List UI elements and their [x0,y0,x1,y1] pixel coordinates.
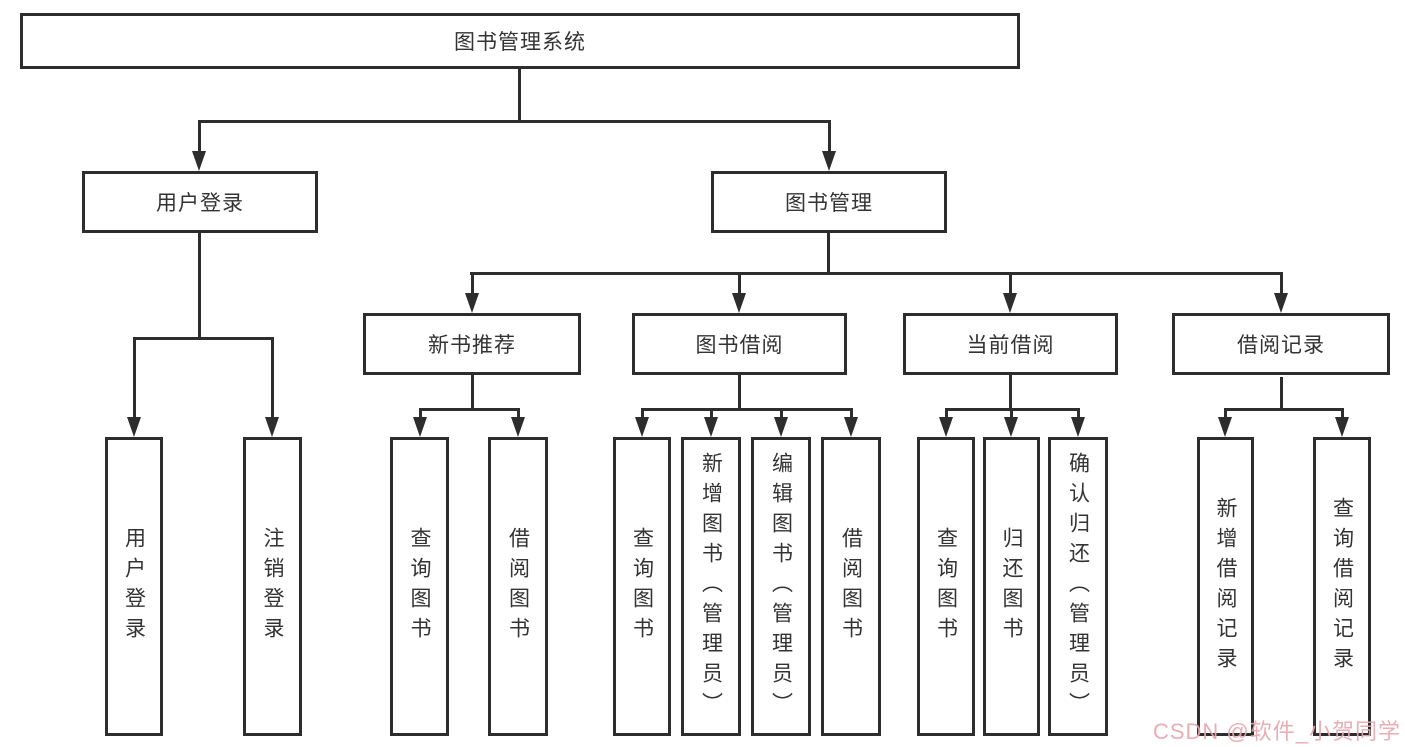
connector-arrow-shaft [738,272,741,297]
connector-arrow-shaft [850,408,853,421]
connector-arrow-shaft [271,337,274,421]
leaf-borrow-books-recommend: 借阅图书 [488,437,548,736]
leaf-query-borrow-record: 查询借阅记录 [1313,437,1371,736]
arrowhead-down-icon [1004,417,1018,437]
connector-arrow-shaft [1009,272,1012,297]
connector-book-borrow-branch [641,408,853,411]
leaf-query-books-recommend: 查询图书 [390,437,449,736]
arrowhead-down-icon [732,293,746,313]
node-user-login: 用户登录 [82,171,318,233]
leaf-add-books-admin: 新增图书（管理员） [681,437,741,736]
csdn-watermark: CSDN @软件_小贺同学 [1152,719,1401,744]
node-book-borrowing: 图书借阅 [632,313,847,375]
arrowhead-down-icon [192,151,206,171]
connector-records-stem [1280,377,1283,411]
connector-arrow-shaft [517,408,520,421]
connector-current-borrow-stem [1009,375,1012,411]
leaf-query-books-borrowing: 查询图书 [613,437,671,736]
arrowhead-down-icon [822,151,836,171]
arrowhead-down-icon [1274,293,1288,313]
connector-arrow-shaft [133,337,136,421]
connector-root-branch [198,120,830,123]
connector-arrow-shaft [945,408,948,421]
arrowhead-down-icon [1071,417,1085,437]
leaf-query-borrow-record-label: 查询借阅记录 [1330,496,1354,677]
arrowhead-down-icon [939,417,953,437]
leaf-user-login-label: 用户登录 [122,526,146,647]
arrowhead-down-icon [1218,417,1232,437]
arrowhead-down-icon [774,417,788,437]
node-new-book-recommend: 新书推荐 [363,313,581,375]
arrowhead-down-icon [265,417,279,437]
node-new-book-recommend-label: 新书推荐 [428,334,516,357]
connector-arrow-shaft [419,408,422,421]
connector-arrow-shaft [828,120,831,155]
leaf-confirm-return-admin: 确认归还（管理员） [1048,437,1108,736]
leaf-query-books-current-label: 查询图书 [934,526,958,647]
leaf-confirm-return-admin-label: 确认归还（管理员） [1066,451,1090,722]
leaf-add-books-admin-label: 新增图书（管理员） [699,451,723,722]
connector-book-mgmt-stem [827,233,830,275]
connector-arrow-shaft [1280,272,1283,297]
arrowhead-down-icon [844,417,858,437]
connector-arrow-shaft [780,408,783,421]
leaf-borrow-books-borrowing-label: 借阅图书 [839,526,863,647]
leaf-return-books-label: 归还图书 [1000,526,1023,647]
connector-new-book-branch [419,408,520,411]
connector-arrow-shaft [1224,408,1227,421]
arrowhead-down-icon [413,417,427,437]
leaf-edit-books-admin-label: 编辑图书（管理员） [769,451,793,722]
leaf-add-borrow-record-label: 新增借阅记录 [1214,496,1237,677]
arrowhead-down-icon [465,293,479,313]
connector-book-borrow-stem [738,375,741,411]
node-borrowing-records: 借阅记录 [1172,313,1390,375]
connector-records-branch [1224,408,1344,411]
leaf-logout-login-label: 注销登录 [261,526,284,647]
arrowhead-down-icon [1335,417,1349,437]
node-book-management: 图书管理 [711,171,947,233]
node-current-borrowing: 当前借阅 [903,313,1118,375]
connector-root-stem [518,69,521,123]
connector-arrow-shaft [1010,408,1013,421]
arrowhead-down-icon [127,417,141,437]
leaf-query-books-borrowing-label: 查询图书 [630,526,654,647]
arrowhead-down-icon [1003,293,1017,313]
connector-new-book-stem [471,375,474,411]
node-book-management-label: 图书管理 [785,192,873,215]
arrowhead-down-icon [511,417,525,437]
arrowhead-down-icon [635,417,649,437]
node-root-label: 图书管理系统 [454,31,586,54]
connector-arrow-shaft [471,272,474,297]
connector-arrow-shaft [641,408,644,421]
arrowhead-down-icon [704,417,718,437]
connector-arrow-shaft [710,408,713,421]
leaf-return-books: 归还图书 [983,437,1040,736]
connector-arrow-shaft [1077,408,1080,421]
node-user-login-label: 用户登录 [156,192,244,215]
leaf-user-login: 用户登录 [105,437,163,736]
leaf-logout-login: 注销登录 [243,437,302,736]
connector-user-login-branch [133,337,274,340]
connector-arrow-shaft [1341,408,1344,421]
leaf-borrow-books-recommend-label: 借阅图书 [506,526,530,647]
leaf-edit-books-admin: 编辑图书（管理员） [751,437,811,736]
leaf-borrow-books-borrowing: 借阅图书 [821,437,881,736]
leaf-add-borrow-record: 新增借阅记录 [1197,437,1254,736]
leaf-query-books-current: 查询图书 [917,437,975,736]
connector-arrow-shaft [198,120,201,155]
node-book-borrowing-label: 图书借阅 [695,334,784,357]
connector-user-login-stem [198,233,201,340]
node-current-borrowing-label: 当前借阅 [966,334,1055,357]
connector-book-mgmt-branch [470,272,1283,275]
node-root: 图书管理系统 [20,13,1020,69]
node-borrowing-records-label: 借阅记录 [1237,334,1325,357]
leaf-query-books-recommend-label: 查询图书 [408,526,431,647]
